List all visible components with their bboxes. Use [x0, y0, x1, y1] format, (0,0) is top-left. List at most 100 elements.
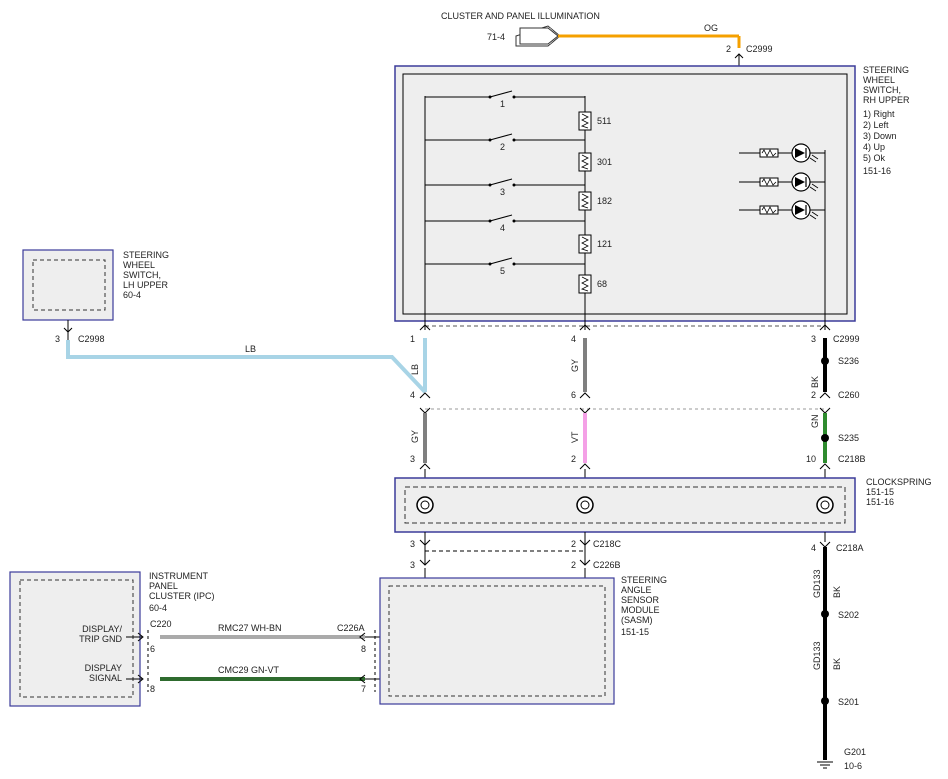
- svg-text:4) Up: 4) Up: [863, 142, 885, 152]
- svg-text:4: 4: [571, 334, 576, 344]
- svg-text:2: 2: [811, 390, 816, 400]
- sasm-title: STEERING ANGLE SENSOR MODULE (SASM) 151-…: [621, 575, 667, 637]
- resistor-label-4: 121: [597, 239, 612, 249]
- svg-text:WHEEL: WHEEL: [863, 75, 895, 85]
- ipc-title: INSTRUMENT PANEL CLUSTER (IPC) 60-4: [149, 571, 215, 613]
- svg-text:SWITCH,: SWITCH,: [123, 270, 161, 280]
- svg-text:4: 4: [811, 543, 816, 553]
- led-resistor-3: [759, 205, 779, 215]
- svg-text:DISPLAY: DISPLAY: [85, 663, 122, 673]
- ground-label: G201: [844, 747, 866, 757]
- svg-text:3: 3: [410, 560, 415, 570]
- svg-text:151-15: 151-15: [866, 487, 894, 497]
- svg-text:3: 3: [811, 334, 816, 344]
- svg-text:S236: S236: [838, 356, 859, 366]
- svg-text:5) Ok: 5) Ok: [863, 153, 886, 163]
- svg-text:BK: BK: [832, 658, 842, 670]
- lb-vertical-label: LB: [410, 364, 420, 375]
- switch-label-5: 5: [500, 266, 505, 276]
- svg-text:S202: S202: [838, 610, 859, 620]
- ipc-box: [9, 571, 141, 707]
- led-resistor-1: [759, 148, 779, 158]
- resistor-2: [578, 152, 592, 172]
- c218a-label: C218A: [836, 543, 864, 553]
- c220-label: C220: [150, 619, 172, 629]
- clockspring-terminal-right: [816, 496, 834, 514]
- svg-text:TRIP GND: TRIP GND: [79, 634, 122, 644]
- switch-label-3: 3: [500, 187, 505, 197]
- svg-text:S201: S201: [838, 697, 859, 707]
- rh-switch-box: [394, 65, 856, 322]
- svg-text:MODULE: MODULE: [621, 605, 660, 615]
- svg-text:BK: BK: [832, 586, 842, 598]
- svg-text:RMC27 WH-BN: RMC27 WH-BN: [218, 623, 282, 633]
- svg-text:151-15: 151-15: [621, 627, 649, 637]
- c2999-top-pin: 2: [726, 44, 731, 54]
- c226a-label: C226A: [337, 623, 365, 633]
- svg-text:GD133: GD133: [812, 569, 822, 598]
- led-resistor-2: [759, 177, 779, 187]
- svg-text:2: 2: [571, 539, 576, 549]
- svg-text:3) Down: 3) Down: [863, 131, 897, 141]
- lb-wire: [66, 340, 427, 394]
- svg-text:STEERING: STEERING: [863, 65, 909, 75]
- switch-label-4: 4: [500, 223, 505, 233]
- switch-label-2: 2: [500, 142, 505, 152]
- svg-text:10: 10: [806, 454, 816, 464]
- svg-text:6: 6: [571, 390, 576, 400]
- resistor-4: [578, 234, 592, 254]
- svg-text:10-6: 10-6: [844, 761, 862, 771]
- resistor-5: [578, 274, 592, 294]
- svg-text:WHEEL: WHEEL: [123, 260, 155, 270]
- svg-text:SIGNAL: SIGNAL: [89, 673, 122, 683]
- og-wire-label: OG: [704, 23, 718, 33]
- clockspring-title: CLOCKSPRING 151-15 151-16: [866, 477, 932, 507]
- resistor-3: [578, 191, 592, 211]
- c260-label: C260: [838, 390, 860, 400]
- svg-text:3: 3: [55, 334, 60, 344]
- svg-text:3: 3: [410, 539, 415, 549]
- svg-text:SENSOR: SENSOR: [621, 595, 660, 605]
- svg-text:2) Left: 2) Left: [863, 120, 889, 130]
- svg-text:GY: GY: [570, 359, 580, 372]
- switch-label-1: 1: [500, 99, 505, 109]
- svg-text:CLOCKSPRING: CLOCKSPRING: [866, 477, 932, 487]
- svg-text:VT: VT: [570, 431, 580, 443]
- svg-text:60-4: 60-4: [123, 290, 141, 300]
- s235-splice: [821, 434, 829, 442]
- svg-text:GN: GN: [810, 415, 820, 429]
- clockspring-box: [394, 477, 856, 533]
- svg-text:DISPLAY/: DISPLAY/: [82, 624, 122, 634]
- svg-text:INSTRUMENT: INSTRUMENT: [149, 571, 208, 581]
- lh-switch-box: [22, 249, 114, 321]
- svg-text:(SASM): (SASM): [621, 615, 653, 625]
- svg-text:1: 1: [410, 334, 415, 344]
- svg-text:SWITCH,: SWITCH,: [863, 85, 901, 95]
- resistor-label-2: 301: [597, 157, 612, 167]
- svg-text:GY: GY: [410, 430, 420, 443]
- svg-text:2: 2: [571, 454, 576, 464]
- s236-splice: [821, 357, 829, 365]
- svg-text:LB: LB: [245, 344, 256, 354]
- svg-text:BK: BK: [810, 376, 820, 388]
- svg-text:CMC29 GN-VT: CMC29 GN-VT: [218, 665, 280, 675]
- svg-text:STEERING: STEERING: [621, 575, 667, 585]
- svg-text:GD133: GD133: [812, 641, 822, 670]
- svg-text:STEERING: STEERING: [123, 250, 169, 260]
- svg-text:PANEL: PANEL: [149, 581, 178, 591]
- c2998-label: C2998: [78, 334, 105, 344]
- svg-text:8: 8: [361, 644, 366, 654]
- svg-text:CLUSTER (IPC): CLUSTER (IPC): [149, 591, 215, 601]
- s202-splice: [821, 610, 829, 618]
- resistor-1: [578, 111, 592, 131]
- s201-splice: [821, 697, 829, 705]
- svg-text:S235: S235: [838, 433, 859, 443]
- c226b-label: C226B: [593, 560, 621, 570]
- clockspring-terminal-mid: [576, 496, 594, 514]
- c218c-label: C218C: [593, 539, 622, 549]
- svg-text:60-4: 60-4: [149, 603, 167, 613]
- illumination-title: CLUSTER AND PANEL ILLUMINATION: [441, 11, 600, 21]
- resistor-label-5: 68: [597, 279, 607, 289]
- svg-text:6: 6: [150, 644, 155, 654]
- svg-text:4: 4: [410, 390, 415, 400]
